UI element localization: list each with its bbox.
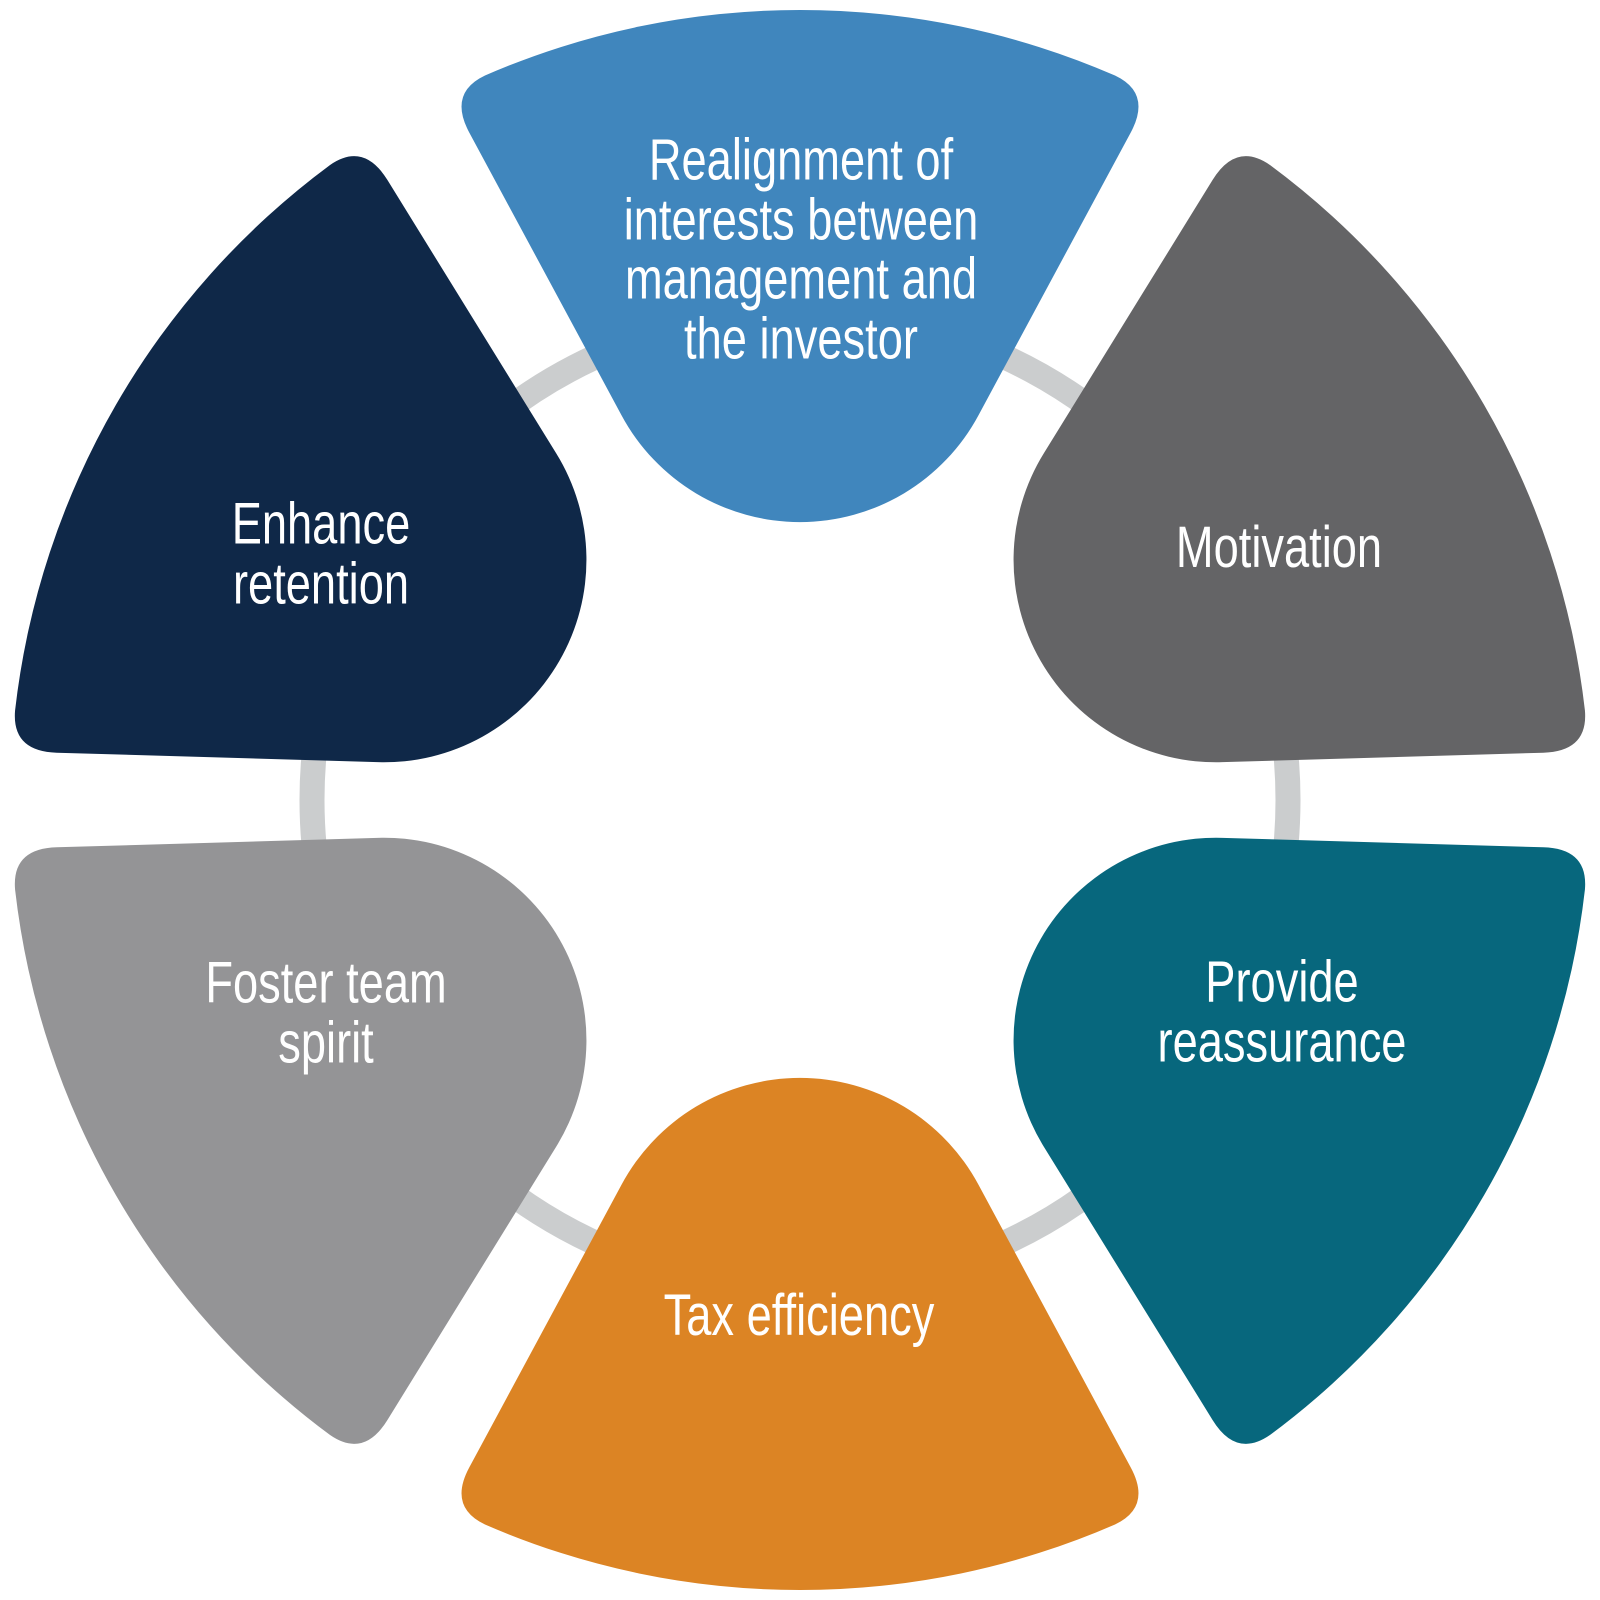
petal-realignment [461, 9, 1139, 523]
petal-tax-efficiency [461, 1077, 1139, 1591]
